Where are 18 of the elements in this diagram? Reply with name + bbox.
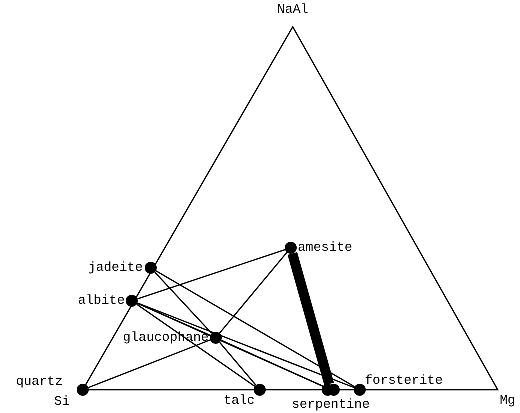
vertex-label: NaAl (277, 3, 309, 17)
tie-line (221, 340, 326, 388)
tie-line (219, 342, 257, 386)
mineral-label: quartz (16, 375, 63, 389)
vertex-label: Mg (500, 394, 516, 408)
tie-line (156, 270, 356, 388)
mineral-label: forsterite (365, 374, 444, 388)
mineral-label: amesite (298, 241, 353, 255)
mineral-label: talc (224, 394, 255, 408)
tie-line (136, 304, 256, 388)
mineral-label: serpentine (292, 398, 370, 412)
tie-line (154, 272, 212, 334)
vertex-label: Si (54, 395, 70, 409)
tie-line (219, 252, 288, 334)
mineral-label: jadeite (88, 261, 143, 275)
thick-tie-line (288, 252, 334, 386)
mineral-label: albite (78, 294, 125, 308)
tie-line (137, 249, 286, 300)
